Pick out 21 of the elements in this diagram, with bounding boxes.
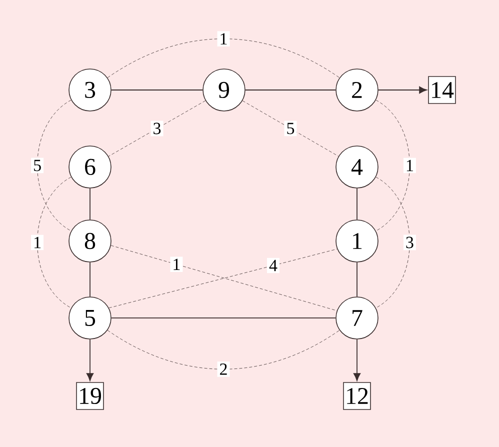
arrow [353,338,361,381]
edge-label: 1 [31,234,44,250]
number-box: 19 [76,382,104,410]
connector [376,100,410,232]
edge-label: 1 [170,256,183,272]
edge-label: 2 [217,362,230,377]
edge-label: 5 [31,158,44,174]
connector [107,330,340,370]
connector [356,262,358,298]
number-box: 14 [428,76,456,104]
connector [356,188,358,220]
arrow [378,86,427,94]
edge-label: 1 [217,31,230,46]
connector [242,100,339,157]
number-box: 12 [343,382,371,410]
connector [107,38,340,78]
connector [37,100,72,232]
arrow [86,338,94,381]
connector [37,176,72,308]
connector [376,176,410,308]
connector [108,100,206,157]
